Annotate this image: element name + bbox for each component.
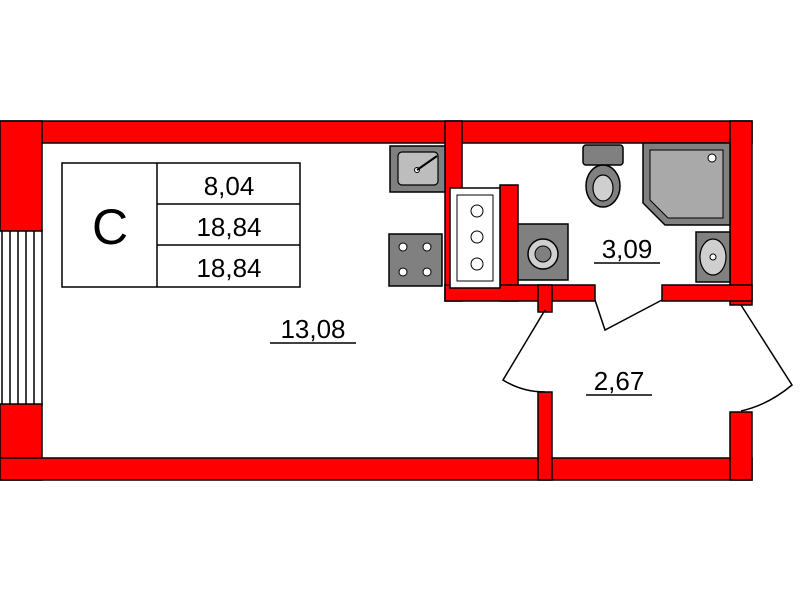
wall-hall-stub-top bbox=[537, 284, 553, 313]
window bbox=[1, 229, 43, 406]
wall-top bbox=[0, 120, 753, 144]
washing-machine-icon bbox=[517, 223, 569, 281]
wall-left-upper bbox=[0, 120, 43, 232]
wall-hall-stub-bottom bbox=[537, 391, 553, 481]
counter-unit-icon bbox=[449, 187, 501, 289]
wall-bath-bottom-left bbox=[444, 284, 596, 302]
legend-letter: С bbox=[92, 199, 128, 255]
room-area-bathroom: 3,09 bbox=[594, 234, 660, 264]
room-area-main: 13,08 bbox=[270, 314, 356, 344]
legend-value-3: 18,84 bbox=[196, 253, 261, 283]
wall-bottom bbox=[0, 457, 753, 481]
door-swings bbox=[501, 299, 793, 412]
wall-right-upper bbox=[729, 120, 753, 306]
room-area-bathroom-value: 3,09 bbox=[602, 234, 653, 264]
room-area-hall-value: 2,67 bbox=[594, 366, 645, 396]
toilet-icon bbox=[582, 144, 624, 208]
stove-icon bbox=[388, 233, 443, 287]
wall-bath-bottom-right bbox=[661, 284, 753, 302]
room-area-hall: 2,67 bbox=[586, 366, 652, 396]
wall-right-lower bbox=[729, 411, 753, 481]
partition-bath-left bbox=[499, 184, 519, 302]
shower-icon bbox=[642, 142, 731, 226]
legend-value-1: 8,04 bbox=[204, 171, 255, 201]
room-area-main-value: 13,08 bbox=[280, 314, 345, 344]
kitchen-sink-icon bbox=[389, 145, 446, 193]
washbasin-icon bbox=[695, 231, 731, 283]
legend-value-2: 18,84 bbox=[196, 212, 261, 242]
area-legend: С 8,04 18,84 18,84 bbox=[61, 162, 301, 288]
